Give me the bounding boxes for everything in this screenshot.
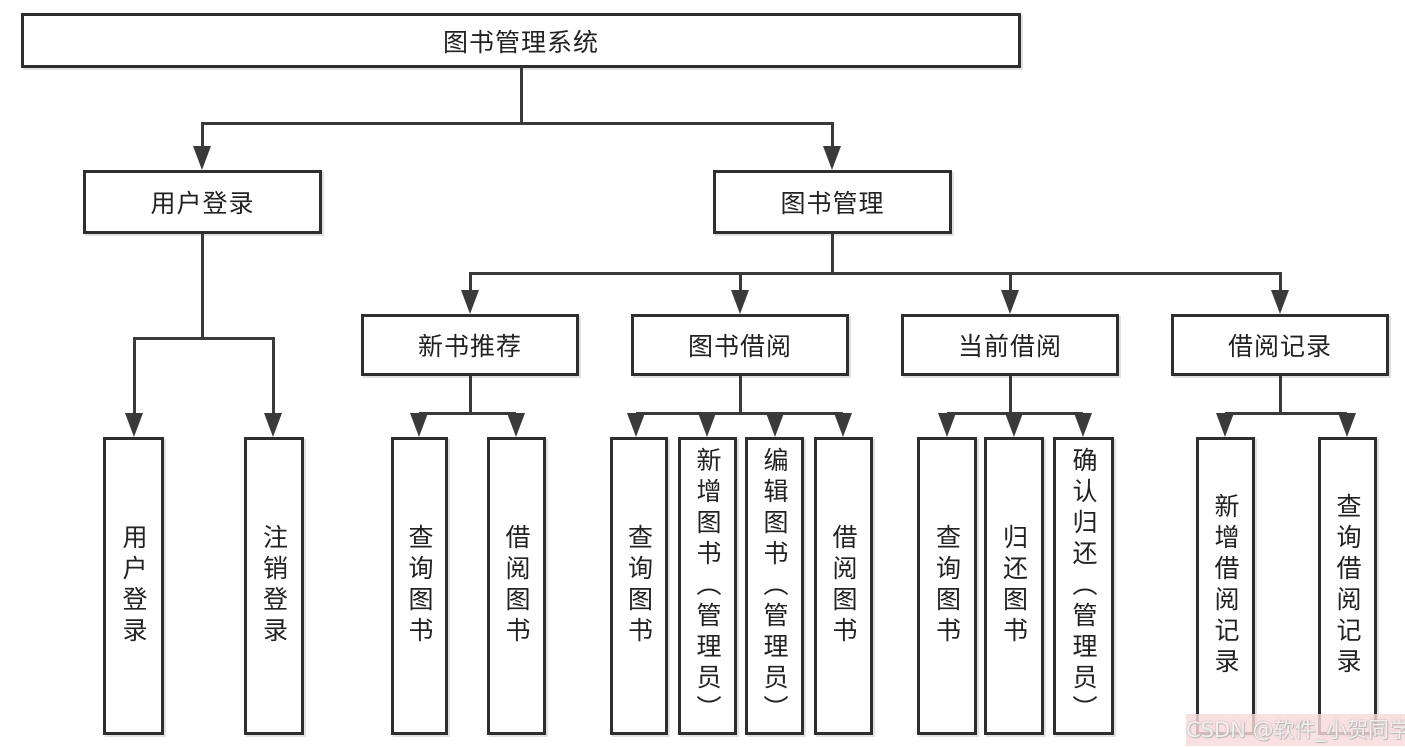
leaf-recommend-borrow-books-label: 借阅图书 — [502, 524, 531, 648]
leaf-logout-label: 注销登录 — [259, 524, 289, 648]
leaf-borrowing-add-books-admin-label: 新增图书（管理员） — [693, 446, 722, 726]
node-current-borrowing: 当前借阅 — [901, 314, 1119, 376]
edge-line — [1278, 376, 1282, 412]
arrow-down-icon — [766, 413, 784, 437]
node-new-book-recommend: 新书推荐 — [361, 314, 579, 376]
node-root-library-system: 图书管理系统 — [21, 13, 1021, 68]
csdn-watermark: CSDN @软件_小贺同学 — [1186, 714, 1405, 746]
arrow-down-icon — [1005, 413, 1023, 437]
edge-line — [419, 412, 516, 415]
node-borrowing-records-label: 借阅记录 — [1227, 332, 1332, 361]
edge-line — [519, 68, 523, 122]
arrow-down-icon — [461, 290, 479, 314]
arrow-down-icon — [193, 146, 211, 170]
arrow-down-icon — [1271, 290, 1289, 314]
arrow-down-icon — [1216, 413, 1234, 437]
edge-line — [134, 337, 273, 340]
node-user-login-branch: 用户登录 — [83, 170, 322, 234]
leaf-recommend-borrow-books: 借阅图书 — [487, 437, 546, 735]
leaf-recommend-query-books-label: 查询图书 — [405, 524, 434, 648]
arrow-down-icon — [410, 413, 428, 437]
leaf-borrowing-edit-books-admin-label: 编辑图书（管理员） — [760, 446, 789, 726]
edge-line — [468, 272, 472, 292]
edge-line — [132, 337, 136, 415]
leaf-current-confirm-return-admin: 确认归还（管理员） — [1053, 437, 1114, 735]
arrow-down-icon — [507, 413, 525, 437]
edge-line — [271, 337, 275, 415]
edge-line — [830, 234, 834, 272]
leaf-user-login-label: 用户登录 — [119, 524, 148, 648]
arrow-down-icon — [627, 413, 645, 437]
arrow-down-icon — [731, 290, 749, 314]
edge-line — [200, 234, 204, 337]
leaf-user-login: 用户登录 — [103, 437, 164, 735]
arrow-down-icon — [823, 146, 841, 170]
leaf-borrowing-edit-books-admin: 编辑图书（管理员） — [745, 437, 804, 735]
leaf-borrowing-query-books: 查询图书 — [610, 437, 668, 735]
leaf-borrowing-add-books-admin: 新增图书（管理员） — [678, 437, 737, 735]
arrow-down-icon — [834, 413, 852, 437]
leaf-current-query-books-label: 查询图书 — [932, 524, 962, 648]
leaf-current-query-books: 查询图书 — [917, 437, 977, 735]
leaf-borrowing-borrow-books-label: 借阅图书 — [829, 524, 858, 648]
leaf-current-return-books: 归还图书 — [984, 437, 1044, 735]
node-root-label: 图书管理系统 — [442, 27, 599, 57]
edge-line — [468, 376, 472, 412]
leaf-borrowing-query-books-label: 查询图书 — [624, 524, 654, 648]
arrow-down-icon — [1338, 413, 1356, 437]
node-borrowing-records: 借阅记录 — [1171, 314, 1389, 376]
edge-line — [1278, 272, 1282, 292]
edge-line — [1225, 412, 1347, 415]
node-new-book-recommend-label: 新书推荐 — [417, 332, 522, 361]
edge-line — [636, 412, 843, 415]
edge-line — [1008, 376, 1012, 412]
edge-line — [200, 122, 204, 148]
arrow-down-icon — [1001, 290, 1019, 314]
leaf-records-add-record: 新增借阅记录 — [1196, 437, 1255, 735]
edge-line — [470, 272, 1280, 275]
node-book-borrowing: 图书借阅 — [631, 314, 849, 376]
leaf-current-return-books-label: 归还图书 — [999, 524, 1029, 648]
edge-line — [830, 122, 834, 148]
leaf-records-add-record-label: 新增借阅记录 — [1211, 493, 1240, 679]
leaf-borrowing-borrow-books: 借阅图书 — [814, 437, 873, 735]
edge-line — [1008, 272, 1012, 292]
leaf-logout: 注销登录 — [244, 437, 304, 735]
node-user-login-branch-label: 用户登录 — [150, 189, 255, 218]
node-book-management-branch-label: 图书管理 — [780, 189, 885, 218]
node-current-borrowing-label: 当前借阅 — [957, 332, 1062, 361]
node-book-borrowing-label: 图书借阅 — [687, 332, 792, 361]
leaf-current-confirm-return-admin-label: 确认归还（管理员） — [1069, 446, 1098, 726]
node-book-management-branch: 图书管理 — [713, 170, 952, 234]
arrow-down-icon — [264, 413, 282, 437]
leaf-records-query-record: 查询借阅记录 — [1318, 437, 1377, 735]
leaf-records-query-record-label: 查询借阅记录 — [1333, 493, 1362, 679]
edge-line — [738, 272, 742, 292]
edge-line — [738, 376, 742, 412]
arrow-down-icon — [698, 413, 716, 437]
edge-line — [202, 122, 832, 125]
arrow-down-icon — [125, 413, 143, 437]
leaf-recommend-query-books: 查询图书 — [391, 437, 448, 735]
arrow-down-icon — [1074, 413, 1092, 437]
arrow-down-icon — [938, 413, 956, 437]
